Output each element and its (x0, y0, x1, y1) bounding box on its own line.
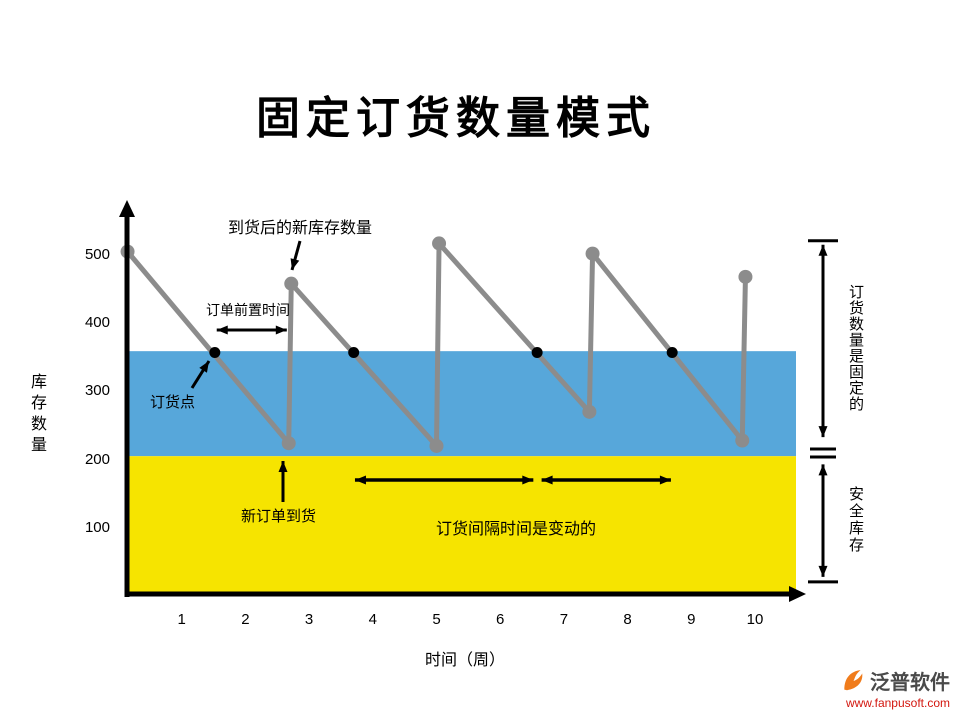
annotation-safety-stock: 安全库存 (847, 486, 864, 554)
fanpu-logo-icon (844, 669, 863, 690)
arrow-head (199, 361, 209, 373)
arrow-head (216, 325, 228, 335)
annotation-new-order-arrival: 新订单到货 (241, 508, 317, 525)
y-tick-label: 500 (84, 246, 110, 263)
arrow-head (818, 244, 828, 256)
inventory-vertex-dot (582, 404, 597, 419)
y-axis-title: 库存数量 (28, 373, 45, 457)
inventory-vertex-dot (585, 246, 600, 261)
arrow-head (659, 475, 671, 485)
x-tick-label: 6 (496, 611, 505, 628)
inventory-vertex-dot (284, 276, 299, 291)
arrow-head (354, 475, 366, 485)
page-title: 固定订货数量模式 (256, 94, 656, 143)
y-tick-label: 300 (84, 382, 110, 400)
reorder-point-dot (348, 347, 360, 359)
x-tick-label: 3 (304, 611, 314, 628)
x-tick-label: 5 (432, 611, 441, 628)
arrow-head (275, 325, 287, 335)
x-axis-title: 时间（周） (424, 652, 505, 669)
arrow-head (278, 461, 288, 472)
arrow-head (789, 586, 806, 602)
reorder-point-dot (531, 347, 543, 359)
inventory-vertex-dot (429, 438, 444, 453)
arrow-head (818, 464, 828, 476)
annotation-variable-interval: 订货间隔时间是变动的 (436, 521, 597, 538)
annotation-new-stock-after-arrival: 到货后的新库存数量 (228, 220, 373, 237)
logo-name: 泛普软件 (870, 672, 950, 694)
annotation-lead-time: 订单前置时间 (206, 302, 290, 318)
y-tick-label: 200 (84, 450, 110, 468)
inventory-vertex-dot (281, 436, 296, 451)
y-tick-label: 400 (84, 314, 110, 332)
inventory-vertex-dot (432, 236, 447, 251)
reorder-point-dot (209, 347, 221, 359)
reorder-point-dot (666, 347, 678, 359)
x-tick-label: 1 (177, 611, 186, 628)
reorder-zone-band (128, 351, 796, 457)
arrow-head (818, 426, 828, 438)
fanpu-logo: 泛普软件 www.fanpusoft.com (840, 666, 950, 710)
y-tick-label: 100 (84, 518, 110, 536)
inventory-vertex-dot (738, 269, 753, 284)
arrow-head (541, 475, 553, 485)
x-tick-label: 7 (559, 611, 569, 628)
annotation-reorder-point: 订货点 (150, 394, 196, 411)
x-tick-label: 8 (623, 611, 632, 628)
logo-url: www.fanpusoft.com (845, 696, 950, 710)
arrow-head (119, 200, 135, 217)
arrow-head (522, 475, 534, 485)
x-tick-label: 10 (746, 611, 764, 628)
inventory-vertex-dot (735, 433, 750, 448)
arrow-head (290, 258, 300, 270)
annotation-fixed-order-quantity: 订货数量是固定的 (847, 284, 864, 412)
x-tick-label: 2 (241, 611, 250, 628)
arrow-head (818, 565, 828, 577)
x-tick-label: 9 (687, 611, 696, 628)
x-tick-label: 4 (368, 611, 377, 628)
